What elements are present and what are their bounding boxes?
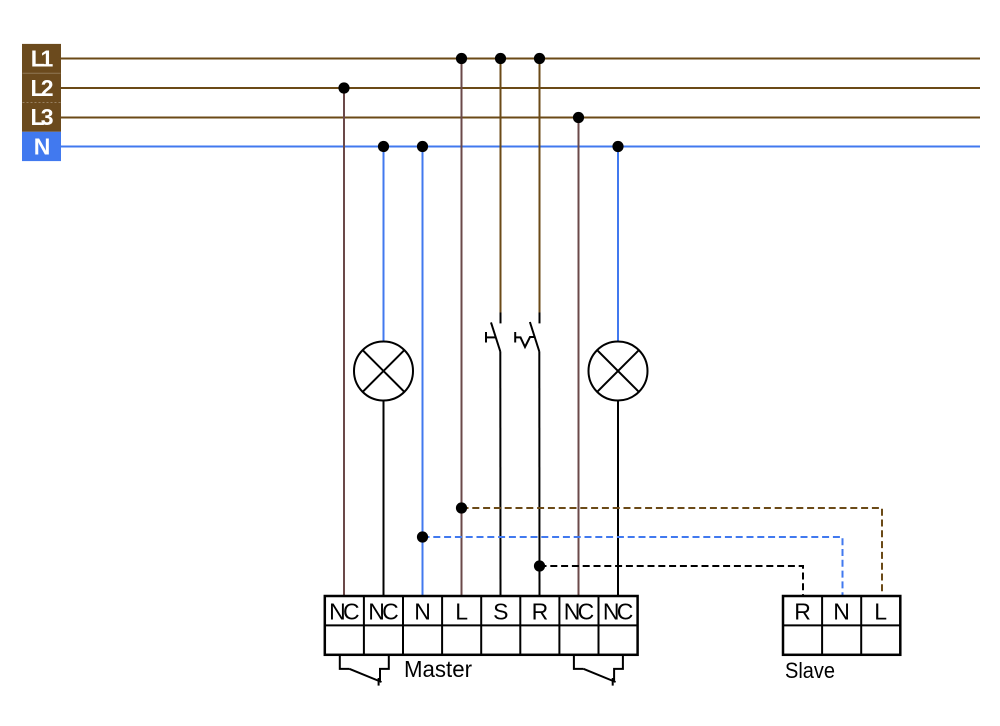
- svg-text:Master: Master: [404, 656, 472, 682]
- svg-text:NC: NC: [564, 599, 595, 625]
- svg-text:S: S: [493, 599, 508, 625]
- svg-text:NC: NC: [368, 599, 399, 625]
- svg-text:N: N: [414, 599, 431, 625]
- svg-text:NC: NC: [329, 599, 360, 625]
- svg-text:L2: L2: [31, 75, 54, 101]
- svg-text:L3: L3: [31, 104, 54, 130]
- svg-text:Slave: Slave: [785, 658, 835, 683]
- svg-text:R: R: [532, 599, 549, 625]
- svg-text:L: L: [455, 599, 468, 625]
- svg-text:N: N: [833, 599, 850, 625]
- svg-text:NC: NC: [603, 599, 634, 625]
- svg-text:N: N: [34, 134, 51, 160]
- svg-text:L: L: [874, 599, 887, 625]
- svg-text:L1: L1: [31, 46, 54, 72]
- svg-text:R: R: [794, 599, 811, 625]
